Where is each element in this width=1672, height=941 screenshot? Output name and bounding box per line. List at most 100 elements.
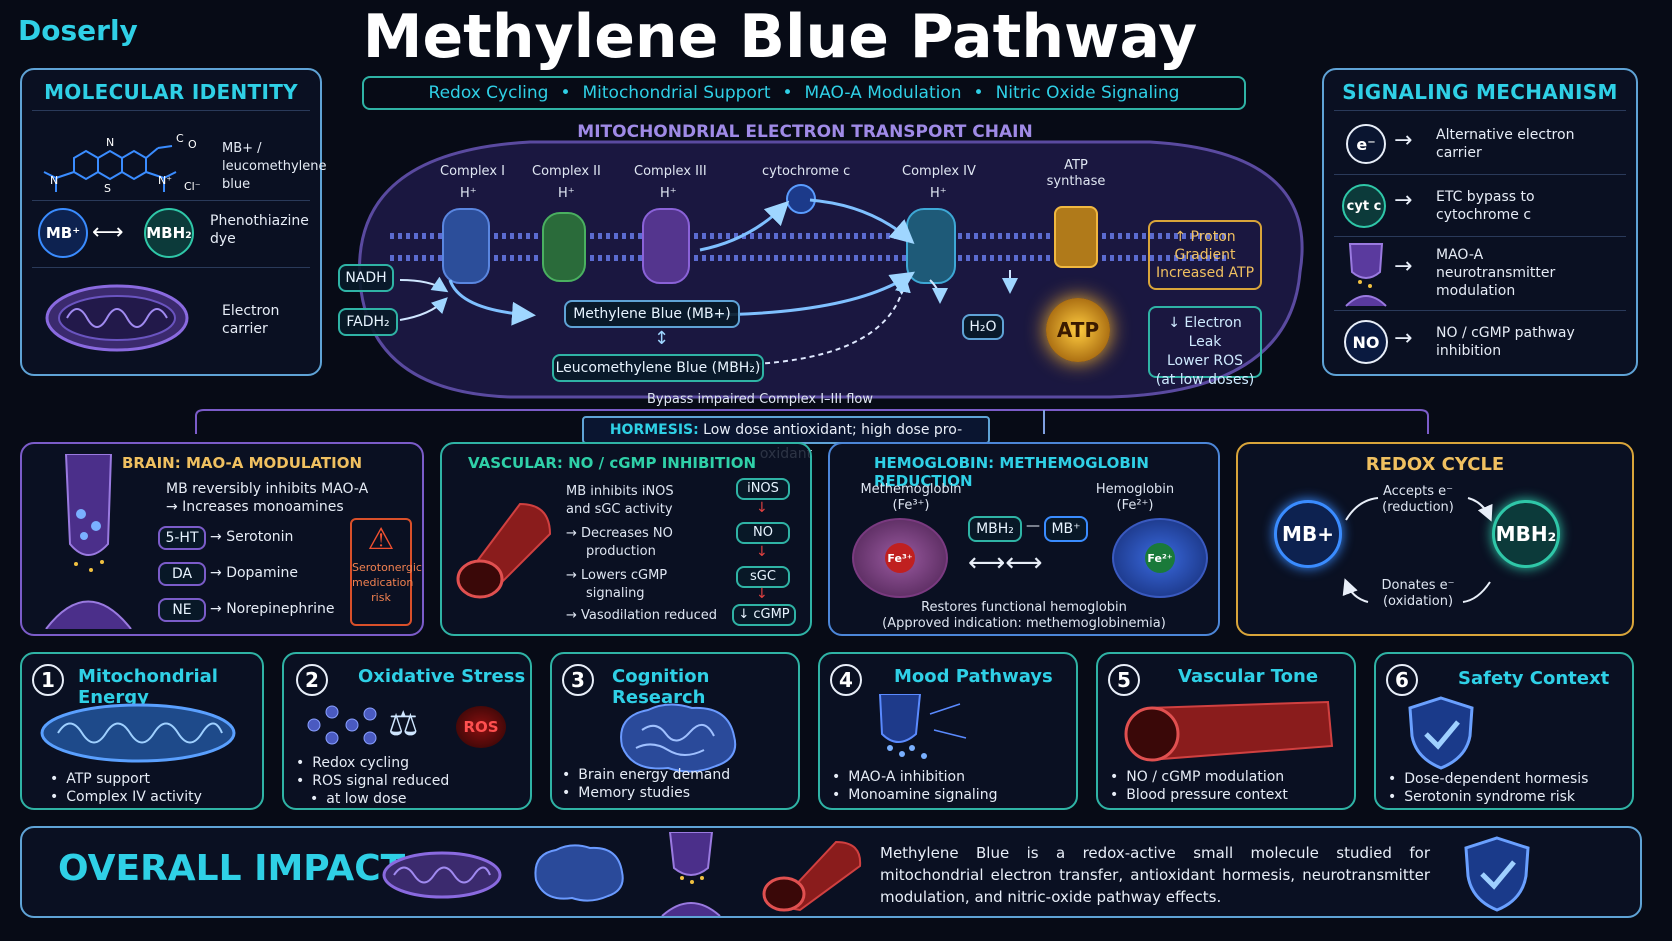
ros-badge: ROS [456, 706, 506, 748]
ne-pill: NE [158, 598, 206, 622]
warning-line-3: risk [371, 591, 391, 604]
synapse-icon [1345, 243, 1387, 307]
redox-cycle-arrows [1342, 497, 1493, 603]
benefit-point: NO / cGMP modulation [1110, 768, 1288, 786]
benefit-card-5: 5 Vascular Tone NO / cGMP modulation Blo… [1096, 652, 1356, 810]
redox-mb-circle: MB+ [1274, 500, 1342, 568]
tag-dot: • [782, 83, 793, 103]
benefit-title-6: Safety Context [1458, 668, 1610, 689]
page-title: Methylene Blue Pathway [362, 2, 1198, 72]
benefit-points-1: ATP support Complex IV activity [50, 770, 202, 806]
bypass-text: Bypass impaired Complex I–III flow [647, 392, 873, 407]
benefit-card-3: 3 Cognition Research Brain energy demand… [550, 652, 800, 810]
hemoglobin-icon: Fe²⁺ [1112, 518, 1208, 598]
redox-top-text: Accepts e⁻ (reduction) [1358, 484, 1478, 516]
mitochondrion-icon [382, 851, 502, 899]
brain-title: BRAIN: MAO-A MODULATION [122, 454, 362, 472]
redox-title: REDOX CYCLE [1365, 454, 1505, 475]
fadh2-pill: FADH₂ [338, 308, 398, 336]
tag-mao: MAO-A Modulation [804, 83, 962, 103]
benefit-point: Brain energy demand [562, 766, 730, 784]
benefit-point: Blood pressure context [1110, 786, 1288, 804]
reduction-label: (reduction) [1382, 500, 1454, 515]
brain-icon [620, 703, 737, 773]
no-pill: NO [736, 522, 790, 544]
hemoglobin-caption-1: Restores functional hemoglobin [921, 600, 1127, 615]
down-arrow-icon: ↓ [756, 586, 768, 602]
redox-bottom-text: Donates e⁻ (oxidation) [1358, 578, 1478, 610]
struct-s: S [104, 182, 111, 195]
synapse-icon [878, 694, 967, 759]
shield-check-icon [1408, 696, 1474, 770]
struct-c: C [176, 132, 184, 145]
blood-vessel-icon [1124, 700, 1334, 762]
benefit-card-1: 1 Mitochondrial Energy ATP support Compl… [20, 652, 264, 810]
benefit-points-2: Redox cycling ROS signal reduced at low … [296, 754, 449, 808]
leak-line-1: ↓ Electron Leak [1168, 315, 1242, 350]
divider [32, 110, 310, 111]
electron-leak-box: ↓ Electron Leak Lower ROS (at low doses) [1148, 306, 1262, 388]
divider [32, 200, 310, 201]
5ht-pill: 5-HT [158, 526, 206, 550]
tag-bar: Redox Cycling• Mitochondrial Support• MA… [362, 76, 1246, 110]
donates-label: Donates e⁻ [1381, 578, 1455, 593]
struct-cl: Cl⁻ [184, 180, 201, 193]
complex-2-label: Complex II [532, 164, 601, 179]
hemoglobin-fe: (Fe²⁺) [1116, 498, 1154, 513]
h-plus-3b: H⁺ [660, 186, 677, 201]
hemoglobin-label: Hemoglobin (Fe²⁺) [1080, 482, 1190, 514]
benefit-point: ROS signal reduced [296, 772, 449, 790]
da-pill: DA [158, 562, 206, 586]
benefit-title-4: Mood Pathways [894, 666, 1053, 687]
benefit-card-2: 2 Oxidative Stress ⚖ ROS Redox cycling R… [282, 652, 532, 810]
dopamine-label: Dopamine [226, 565, 299, 581]
leak-line-2: Lower ROS [1166, 353, 1244, 369]
hemoglobin-caption-2: (Approved indication: methemoglobinemia) [882, 616, 1166, 631]
double-arrow-icon: ⟷⟷ [968, 548, 1043, 578]
connector-lines [195, 409, 1429, 434]
complex-3-label: Complex III [634, 164, 707, 179]
divider [1334, 236, 1626, 237]
atp-burst: ATP [1046, 298, 1110, 362]
brain-panel: BRAIN: MAO-A MODULATION MB reversibly in… [20, 442, 424, 636]
vascular-title: VASCULAR: NO / cGMP INHIBITION [468, 454, 757, 472]
warning-line-1: Serotonergic [352, 561, 422, 574]
redox-panel: REDOX CYCLE MB+ MBH₂ Accepts e⁻ (reducti… [1236, 442, 1634, 636]
down-arrow-icon: ↓ [756, 500, 768, 516]
benefit-number-1: 1 [32, 664, 64, 696]
mbh2-circle: MBH₂ [144, 208, 194, 258]
identity-label-1: MB+ / leucomethylene blue [222, 141, 327, 192]
benefit-number-5: 5 [1108, 664, 1140, 696]
dopamine-row: → Dopamine [210, 565, 299, 581]
mbh2-pill: MBH₂ [968, 516, 1022, 542]
h-plus-4: H⁺ [930, 186, 947, 201]
h-plus-1: H⁺ [460, 186, 477, 201]
proton-gradient-box: ↑ Proton Gradient Increased ATP [1148, 220, 1262, 290]
accepts-label: Accepts e⁻ [1382, 484, 1454, 499]
tag-redox: Redox Cycling [428, 83, 549, 103]
blood-vessel-icon [762, 840, 862, 912]
struct-n2: N [50, 174, 58, 187]
brain-line-2: → Increases monoamines [166, 499, 344, 515]
serotonin-label: Serotonin [226, 529, 294, 545]
benefit-points-6: Dose-dependent hormesis Serotonin syndro… [1388, 770, 1588, 806]
benefit-title-5: Vascular Tone [1178, 666, 1319, 687]
benefit-title-3: Cognition Research [612, 666, 710, 708]
tag-mito: Mitochondrial Support [582, 83, 771, 103]
signal-text-1: Alternative electron carrier [1436, 127, 1575, 161]
vascular-point-2b: signaling [586, 586, 645, 601]
warning-line-2: medication [352, 576, 414, 589]
sgc-pill: sGC [736, 566, 790, 588]
proton-line-1: ↑ Proton [1174, 229, 1236, 245]
atp-synthase-icon [1054, 206, 1098, 268]
tag-no: Nitric Oxide Signaling [995, 83, 1180, 103]
shield-check-icon [1464, 836, 1530, 912]
etc-arrows [399, 198, 1018, 366]
mitochondrion-icon [40, 703, 236, 763]
benefit-number-4: 4 [830, 664, 862, 696]
vascular-point-3: → Vasodilation reduced [566, 608, 718, 623]
benefit-title-1: Mitochondrial Energy [78, 666, 218, 708]
vascular-panel: VASCULAR: NO / cGMP INHIBITION MB inhibi… [440, 442, 812, 636]
signaling-title: SIGNALING MECHANISM [1342, 80, 1618, 104]
brand-logo: Doserly [18, 14, 138, 47]
